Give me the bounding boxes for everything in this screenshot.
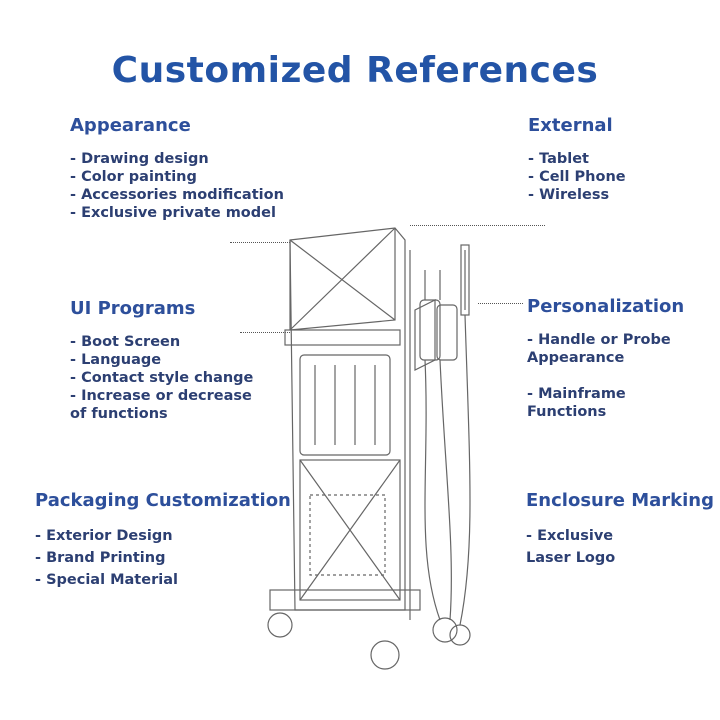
section-heading: Personalization (527, 296, 685, 317)
list-item: - Boot Screen (70, 334, 181, 350)
list-item: Laser Logo (526, 550, 616, 566)
list-spacer (527, 367, 684, 385)
section-appearance: Appearance - Drawing design - Color pain… (70, 115, 284, 222)
list-item: - Language (70, 352, 162, 368)
section-ui-programs: UI Programs - Boot Screen - Language - C… (70, 298, 253, 423)
list-item: - Contact style change (70, 370, 254, 386)
section-enclosure: Enclosure Marking - Exclusive Laser Logo (526, 490, 714, 569)
list-item: - Tablet (528, 151, 589, 167)
list-item: - Exclusive (526, 528, 614, 544)
section-heading: External (528, 115, 613, 136)
section-heading: Appearance (70, 115, 191, 136)
leader-line (240, 332, 290, 333)
section-packaging: Packaging Customization - Exterior Desig… (35, 490, 291, 591)
list-item: - Accessories modification (70, 187, 284, 203)
list-item: - Drawing design (70, 151, 209, 167)
list-item: - Increase or decrease (70, 388, 252, 404)
leader-line (410, 225, 545, 226)
section-heading: UI Programs (70, 298, 196, 319)
list-item: - Mainframe (527, 386, 626, 402)
page-title: Customized References (111, 50, 599, 91)
list-item: - Wireless (528, 187, 610, 203)
leader-line (230, 242, 290, 243)
section-personalization: Personalization - Handle or Probe Appear… (527, 296, 684, 421)
list-item: - Special Material (35, 572, 178, 588)
list-item: - Exterior Design (35, 528, 173, 544)
section-heading: Packaging Customization (35, 490, 291, 511)
section-heading: Enclosure Marking (526, 490, 714, 511)
section-external: External - Tablet - Cell Phone - Wireles… (528, 115, 626, 204)
leader-line (478, 303, 523, 304)
list-item: - Exclusive private model (70, 205, 276, 221)
beauty-machine-illustration (267, 227, 471, 670)
list-item: of functions (70, 406, 168, 422)
list-item: Appearance (527, 350, 625, 366)
list-item: - Brand Printing (35, 550, 166, 566)
list-item: - Cell Phone (528, 169, 626, 185)
list-item: - Handle or Probe (527, 332, 671, 348)
list-item: Functions (527, 404, 607, 420)
list-item: - Color painting (70, 169, 197, 185)
